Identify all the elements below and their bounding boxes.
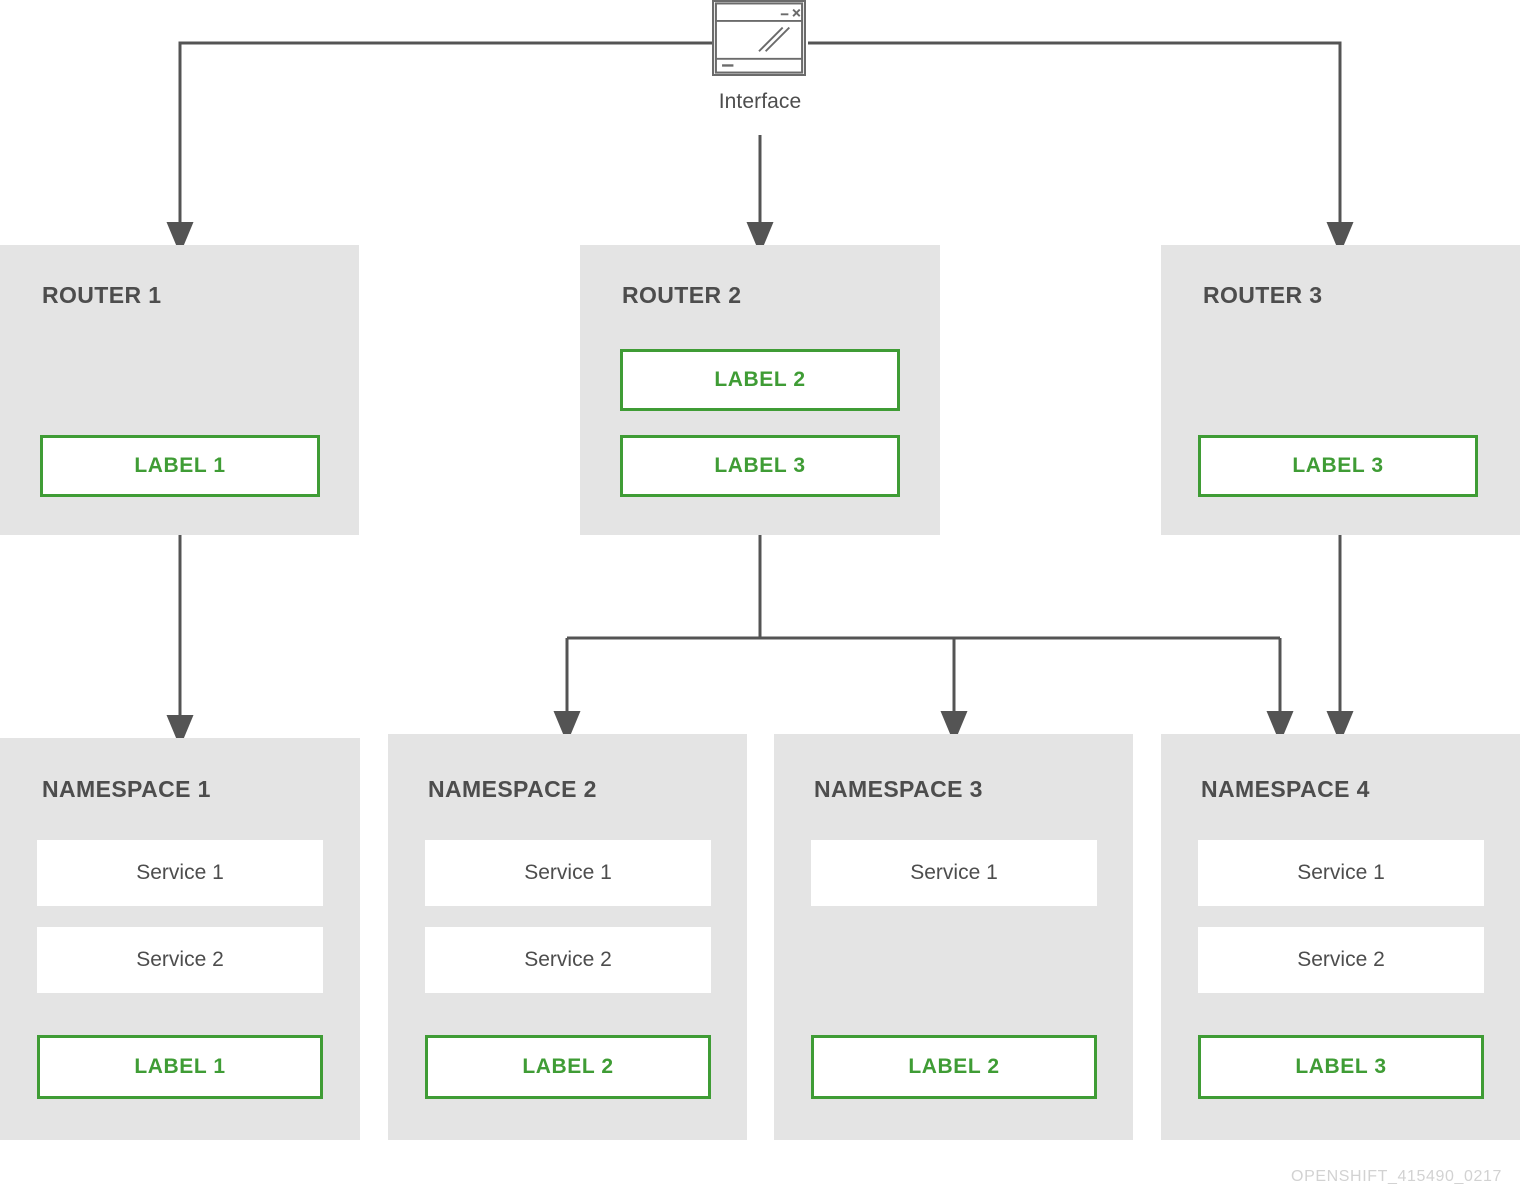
browser-window-icon [712, 0, 806, 76]
namespace-4-title: NAMESPACE 4 [1201, 776, 1370, 802]
namespace-4-box[interactable]: NAMESPACE 4 Service 1 Service 2 LABEL 3 [1161, 734, 1520, 1140]
router-1-box[interactable]: ROUTER 1 LABEL 1 [0, 245, 359, 535]
namespace-3-service-1[interactable]: Service 1 [811, 840, 1097, 906]
namespace-3-box[interactable]: NAMESPACE 3 Service 1 LABEL 2 [774, 734, 1133, 1140]
router-1-label-1[interactable]: LABEL 1 [40, 435, 320, 497]
router-1-title: ROUTER 1 [42, 282, 162, 308]
namespace-1-service-2[interactable]: Service 2 [37, 927, 323, 993]
namespace-1-service-1[interactable]: Service 1 [37, 840, 323, 906]
namespace-2-box[interactable]: NAMESPACE 2 Service 1 Service 2 LABEL 2 [388, 734, 747, 1140]
router-3-title: ROUTER 3 [1203, 282, 1323, 308]
edge-router-2-bus [567, 535, 1280, 640]
watermark: OPENSHIFT_415490_0217 [1291, 1168, 1502, 1185]
namespace-3-label-1[interactable]: LABEL 2 [811, 1035, 1097, 1099]
interface-node[interactable]: Interface [712, 0, 808, 114]
router-3-label-1[interactable]: LABEL 3 [1198, 435, 1478, 497]
router-2-title: ROUTER 2 [622, 282, 742, 308]
interface-label: Interface [718, 90, 802, 113]
namespace-4-service-1[interactable]: Service 1 [1198, 840, 1484, 906]
namespace-4-label-1[interactable]: LABEL 3 [1198, 1035, 1484, 1099]
router-2-label-2[interactable]: LABEL 3 [620, 435, 900, 497]
namespace-3-title: NAMESPACE 3 [814, 776, 983, 802]
router-2-label-1[interactable]: LABEL 2 [620, 349, 900, 411]
namespace-1-label-1[interactable]: LABEL 1 [37, 1035, 323, 1099]
namespace-2-label-1[interactable]: LABEL 2 [425, 1035, 711, 1099]
namespace-1-box[interactable]: NAMESPACE 1 Service 1 Service 2 LABEL 1 [0, 738, 360, 1140]
namespace-2-service-2[interactable]: Service 2 [425, 927, 711, 993]
namespace-1-title: NAMESPACE 1 [42, 776, 211, 802]
edge-interface-to-router-3 [808, 41, 1354, 255]
edge-interface-to-router-1 [166, 41, 712, 255]
namespace-2-title: NAMESPACE 2 [428, 776, 597, 802]
router-3-box[interactable]: ROUTER 3 LABEL 3 [1161, 245, 1520, 535]
namespace-2-service-1[interactable]: Service 1 [425, 840, 711, 906]
router-2-box[interactable]: ROUTER 2 LABEL 2 LABEL 3 [580, 245, 940, 535]
namespace-4-service-2[interactable]: Service 2 [1198, 927, 1484, 993]
